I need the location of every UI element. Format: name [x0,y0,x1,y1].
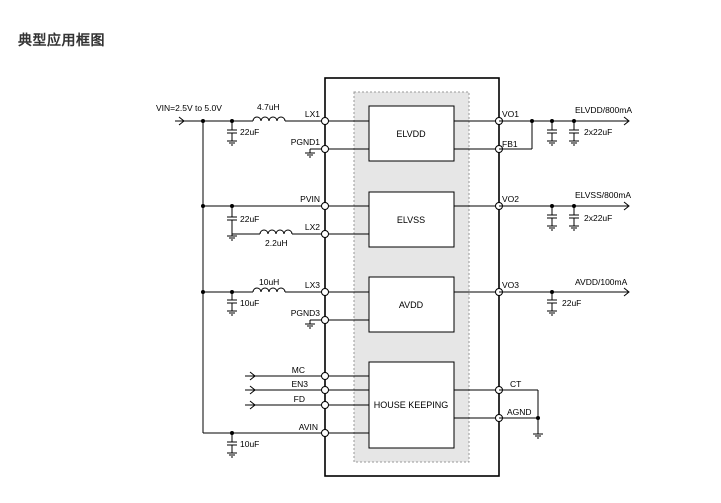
output-elvdd-net [499,116,630,150]
cap-vo3-label: 22uF [562,298,581,308]
block-elvdd [368,105,455,162]
pin-avin [321,429,329,437]
pin-pgnd1-label: PGND1 [291,137,321,147]
pin-pgnd3-label: PGND3 [291,308,321,318]
cap-vin1 [227,121,237,146]
cap-vin2 [227,206,237,241]
ct-agnd-ground [499,389,543,439]
page-title: 典型应用框图 [18,33,105,49]
pin-lx1-label: LX1 [305,109,320,119]
output-avdd-label: AVDD/100mA [575,277,628,287]
inductor-l2 [232,229,325,235]
cap-avin [227,433,237,458]
block-housekeeping [368,361,455,449]
inductor-l2-label: 2.2uH [265,238,288,248]
output-elvss-label: ELVSS/800mA [575,190,631,200]
pin-lx1 [321,117,329,125]
output-avdd-net [499,287,630,297]
pin-pvin [321,202,329,210]
pin-fb1-label: FB1 [502,139,518,149]
pin-vo3-label: VO3 [502,280,519,290]
pin-ct-label: CT [510,379,521,389]
pin-mc-label: MC [292,365,305,375]
inductor-l1-label: 4.7uH [257,102,280,112]
pin-lx3-label: LX3 [305,280,320,290]
cap-vin3 [227,292,237,316]
output-elvss-net [499,201,630,211]
cap-vin2-label: 22uF [240,214,259,224]
pin-lx3 [321,288,329,296]
block-elvss [368,191,455,248]
input-rail [175,116,325,435]
block-avdd-label: AVDD [399,300,424,310]
block-avdd [368,276,455,333]
pin-fd [321,401,329,409]
cap-avin-label: 10uF [240,439,259,449]
control-inputs [245,371,325,410]
pin-vo2-label: VO2 [502,194,519,204]
pin-pgnd1 [321,145,329,153]
pin-lx2 [321,230,329,238]
input-voltage-label: VIN=2.5V to 5.0V [156,103,222,113]
pin-pgnd3 [321,316,329,324]
cap-vin3-label: 10uF [240,298,259,308]
cap-vo3 [547,292,557,316]
inductor-l3 [252,287,325,293]
block-housekeeping-label: HOUSE KEEPING [374,400,449,410]
pin-avin-label: AVIN [299,422,318,432]
pin-en3-label: EN3 [291,379,308,389]
pin-vo1-label: VO1 [502,109,519,119]
pin-mc [321,372,329,380]
block-elvss-label: ELVSS [397,215,425,225]
pin-fd-label: FD [294,394,305,404]
pin-pvin-label: PVIN [300,194,320,204]
cap-vo1 [547,121,579,146]
inductor-l3-label: 10uH [259,277,279,287]
cap-vo2 [547,206,579,231]
cap-vin1-label: 22uF [240,127,259,137]
inductor-l1 [252,116,325,122]
internal-wiring [325,120,499,434]
pin-lx2-label: LX2 [305,222,320,232]
cap-vo2-label: 2x22uF [584,213,612,223]
output-elvdd-label: ELVDD/800mA [575,105,632,115]
pin-agnd-label: AGND [507,407,532,417]
block-elvdd-label: ELVDD [396,129,426,139]
pin-en3 [321,386,329,394]
cap-vo1-label: 2x22uF [584,127,612,137]
